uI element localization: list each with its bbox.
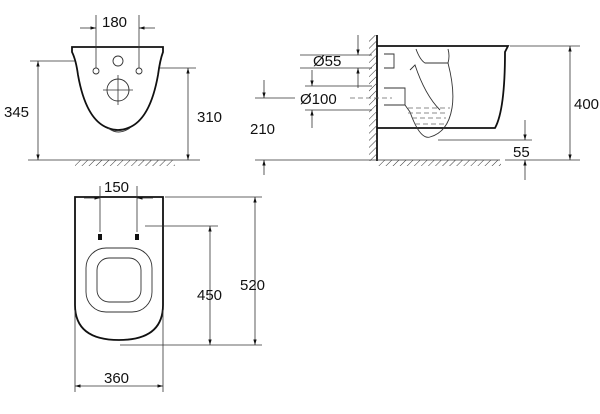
front-bowl-outline — [71, 46, 164, 131]
top-seat-inner — [85, 247, 153, 313]
dim-diameter-55: Ø55 — [313, 53, 341, 70]
side-bowl-outline — [377, 45, 510, 129]
top-seat-outline — [74, 196, 164, 341]
dim-55-bottom: 55 — [513, 144, 530, 161]
dim-360: 360 — [104, 370, 129, 387]
seat-hinge-right — [135, 234, 139, 240]
top-view: 150 450 520 360 — [74, 179, 265, 392]
side-trap — [404, 48, 454, 138]
dim-150: 150 — [104, 179, 129, 196]
dim-310: 310 — [197, 109, 222, 126]
front-inlet-hole — [112, 55, 124, 67]
dim-diameter-100: Ø100 — [300, 91, 337, 108]
side-floor-hatch — [377, 160, 501, 166]
dim-400: 400 — [574, 96, 599, 113]
front-outlet — [107, 127, 131, 133]
dim-520: 520 — [240, 277, 265, 294]
top-bowl-opening — [96, 257, 142, 303]
dim-345: 345 — [4, 104, 29, 121]
dim-180: 180 — [102, 14, 127, 31]
dim-450: 450 — [197, 287, 222, 304]
wall-hatch — [369, 35, 377, 161]
side-view: Ø55 Ø100 210 400 55 — [250, 35, 599, 180]
front-view: 180 345 310 — [4, 14, 222, 166]
front-floor-hatch — [75, 160, 175, 166]
fixing-hole-right — [135, 67, 143, 75]
fixing-hole-left — [92, 67, 100, 75]
seat-hinge-left — [98, 234, 102, 240]
dim-210: 210 — [250, 121, 275, 138]
side-pipes — [384, 53, 406, 106]
